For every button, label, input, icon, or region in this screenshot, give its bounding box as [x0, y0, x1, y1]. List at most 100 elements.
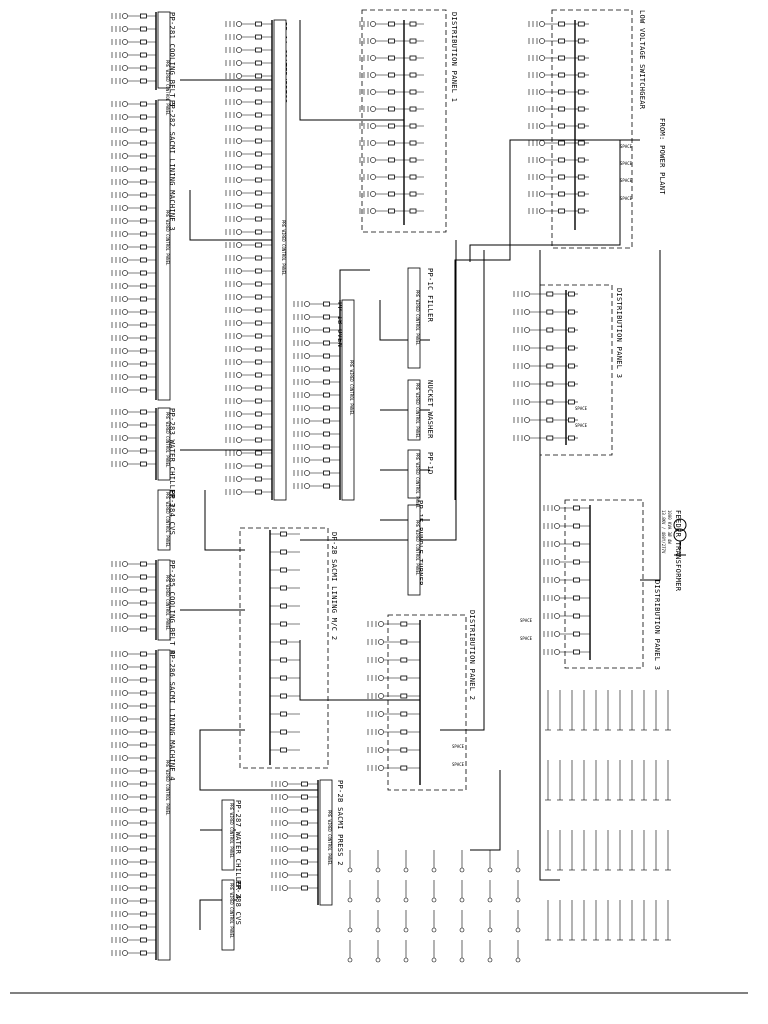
load-symbol: [431, 957, 437, 963]
breaker-box: [139, 26, 147, 32]
motor-symbol: [236, 411, 242, 417]
motor-symbol: [122, 231, 128, 237]
motor-symbol: [282, 859, 288, 865]
breaker-box: [558, 157, 565, 163]
breaker-box: [558, 174, 565, 180]
breaker-box: [139, 898, 147, 904]
breaker-box: [546, 399, 554, 405]
breaker-box: [139, 937, 147, 943]
motor-symbol: [524, 381, 530, 387]
motor-symbol: [370, 55, 376, 61]
motor-symbol: [122, 65, 128, 71]
breaker-box: [139, 703, 147, 709]
motor-symbol: [304, 405, 310, 411]
motor-symbol: [370, 174, 376, 180]
breaker-box: [139, 924, 147, 930]
breaker-box: [409, 72, 417, 78]
breaker-box: [255, 21, 262, 27]
motor-symbol: [122, 435, 128, 441]
motor-symbol: [236, 99, 242, 105]
breaker-box: [558, 55, 565, 61]
load-symbol: [515, 867, 521, 873]
breaker-box: [280, 711, 287, 717]
pp283-label: PP-283 WATER CHILLER 3: [168, 408, 176, 507]
load-symbol: [431, 927, 437, 933]
breaker-box: [139, 13, 147, 19]
breaker-box: [400, 693, 408, 699]
breaker-box: [568, 327, 575, 333]
breaker-box: [139, 270, 147, 276]
motor-symbol: [122, 283, 128, 289]
motor-symbol: [236, 242, 242, 248]
motor-symbol: [539, 89, 545, 95]
motor-symbol: [236, 333, 242, 339]
breaker-box: [139, 422, 147, 428]
breaker-box: [400, 657, 408, 663]
motor-symbol: [554, 595, 560, 601]
load-symbol: [459, 897, 465, 903]
breaker-box: [577, 123, 585, 129]
breaker-box: [387, 191, 395, 197]
breaker-box: [546, 291, 554, 297]
load-symbol: [515, 927, 521, 933]
breaker-box: [387, 140, 395, 146]
motor-symbol: [539, 55, 545, 61]
breaker-box: [546, 327, 554, 333]
motor-symbol: [524, 327, 530, 333]
breaker-box: [573, 505, 580, 511]
breaker-box: [546, 417, 554, 423]
cp-label-1b: PRE WIRED CONTROL PANEL: [349, 360, 354, 416]
motor-symbol: [236, 320, 242, 326]
motor-symbol: [539, 38, 545, 44]
breaker-box: [139, 561, 147, 567]
breaker-box: [400, 747, 408, 753]
dp1-label: DISTRIBUTION PANEL 1: [450, 12, 458, 102]
breaker-box: [558, 140, 565, 146]
motor-symbol: [554, 613, 560, 619]
motor-symbol: [122, 270, 128, 276]
breaker-box: [255, 229, 262, 235]
breaker-box: [139, 140, 147, 146]
breaker-box: [139, 911, 147, 917]
motor-symbol: [236, 372, 242, 378]
breaker-box: [387, 157, 395, 163]
breaker-box: [139, 461, 147, 467]
breaker-box: [568, 363, 575, 369]
breaker-box: [255, 151, 262, 157]
breaker-box: [139, 39, 147, 45]
motor-symbol: [539, 140, 545, 146]
breaker-box: [280, 603, 287, 609]
breaker-box: [255, 242, 262, 248]
motor-symbol: [122, 335, 128, 341]
breaker-box: [139, 626, 147, 632]
breaker-box: [573, 559, 580, 565]
pp287-label: PP-287 WATER CHILLER 4: [234, 800, 242, 899]
motor-symbol: [122, 78, 128, 84]
pp286-label: PP-286 SACMI LINING MACHINE 4: [168, 650, 176, 781]
breaker-box: [387, 72, 395, 78]
breaker-box: [301, 872, 308, 878]
motor-symbol: [554, 631, 560, 637]
breaker-box: [323, 353, 330, 359]
motor-symbol: [236, 307, 242, 313]
load-symbol: [375, 867, 381, 873]
motor-symbol: [236, 138, 242, 144]
motor-symbol: [122, 257, 128, 263]
motor-symbol: [236, 359, 242, 365]
breaker-box: [280, 693, 287, 699]
breaker-box: [139, 335, 147, 341]
load-symbol: [403, 867, 409, 873]
breaker-box: [255, 463, 262, 469]
breaker-box: [573, 577, 580, 583]
cp-label-288: PRE WIRED CONTROL PANEL: [229, 883, 234, 939]
motor-symbol: [122, 768, 128, 774]
motor-symbol: [524, 345, 530, 351]
motor-symbol: [236, 450, 242, 456]
load-symbol: [487, 927, 493, 933]
breaker-box: [409, 21, 417, 27]
breaker-box: [387, 38, 395, 44]
breaker-box: [139, 716, 147, 722]
motor-symbol: [282, 820, 288, 826]
breaker-box: [255, 203, 262, 209]
cp-label-1a: PRE WIRED CONTROL PANEL: [281, 220, 286, 276]
